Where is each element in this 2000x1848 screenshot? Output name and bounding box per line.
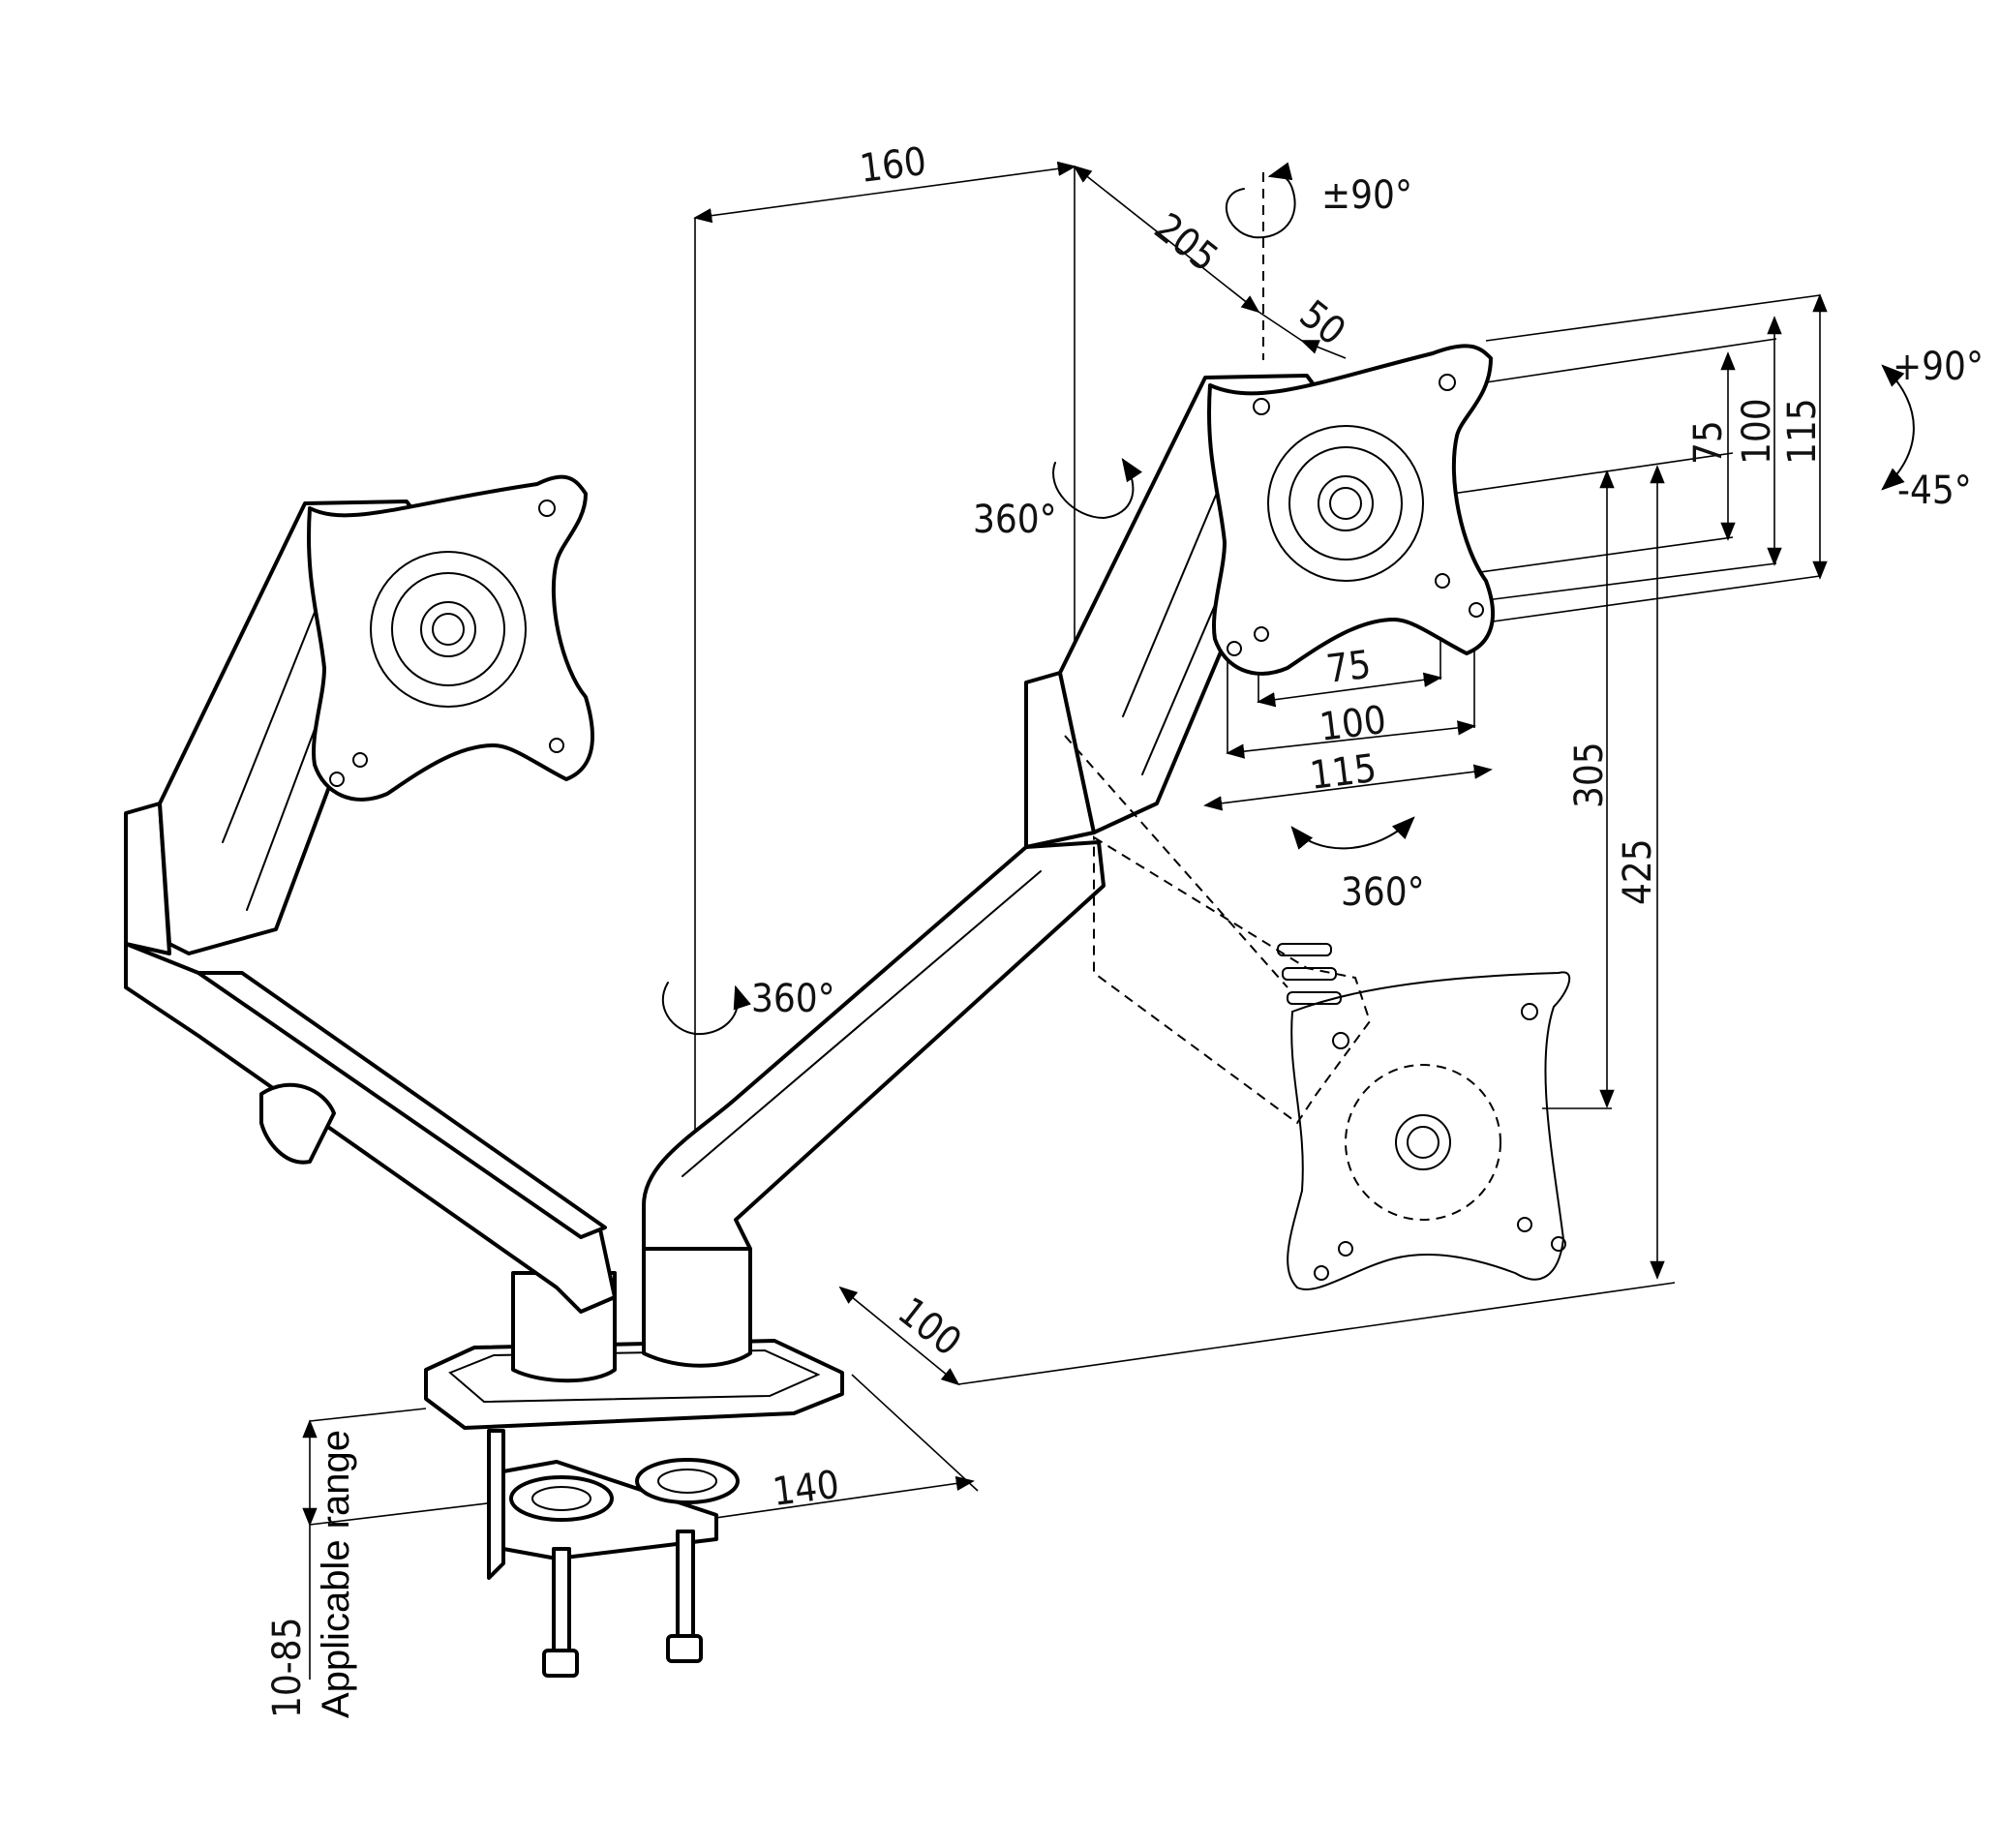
height-305: 305 xyxy=(1567,742,1612,808)
dim-50: 50 xyxy=(1291,292,1353,354)
swivel-arm: 360° xyxy=(973,498,1057,542)
rotation-arrows xyxy=(661,162,1915,1036)
clamp-range: 10-85 xyxy=(265,1617,310,1718)
vesa-h75: 75 xyxy=(1324,643,1374,692)
vesa-v100: 100 xyxy=(1735,398,1779,465)
height-425: 425 xyxy=(1616,838,1660,905)
swivel-base: 360° xyxy=(751,977,835,1021)
lowered-position-ghost xyxy=(1064,735,1571,1290)
rot-pm90: ±90° xyxy=(1321,173,1412,218)
vesa-v115: 115 xyxy=(1780,398,1825,465)
dimension-labels: 160 205 50 ±90° +90° -45° 75 100 115 75 … xyxy=(265,139,1984,1718)
dim-205: 205 xyxy=(1146,205,1226,282)
right-arm xyxy=(642,344,1496,1251)
base-100: 100 xyxy=(890,1289,969,1366)
dimension-lines xyxy=(302,161,1828,1680)
tilt-plus: +90° xyxy=(1893,345,1984,389)
swivel-head: 360° xyxy=(1341,870,1425,915)
tilt-minus: -45° xyxy=(1897,469,1972,513)
left-arm xyxy=(124,474,617,1314)
dim-160: 160 xyxy=(858,139,929,192)
vesa-h115: 115 xyxy=(1308,746,1379,799)
vesa-v75: 75 xyxy=(1686,420,1731,465)
base-140: 140 xyxy=(771,1463,842,1515)
vesa-h100: 100 xyxy=(1318,698,1389,750)
clamp-label: Applicable range xyxy=(315,1430,357,1718)
